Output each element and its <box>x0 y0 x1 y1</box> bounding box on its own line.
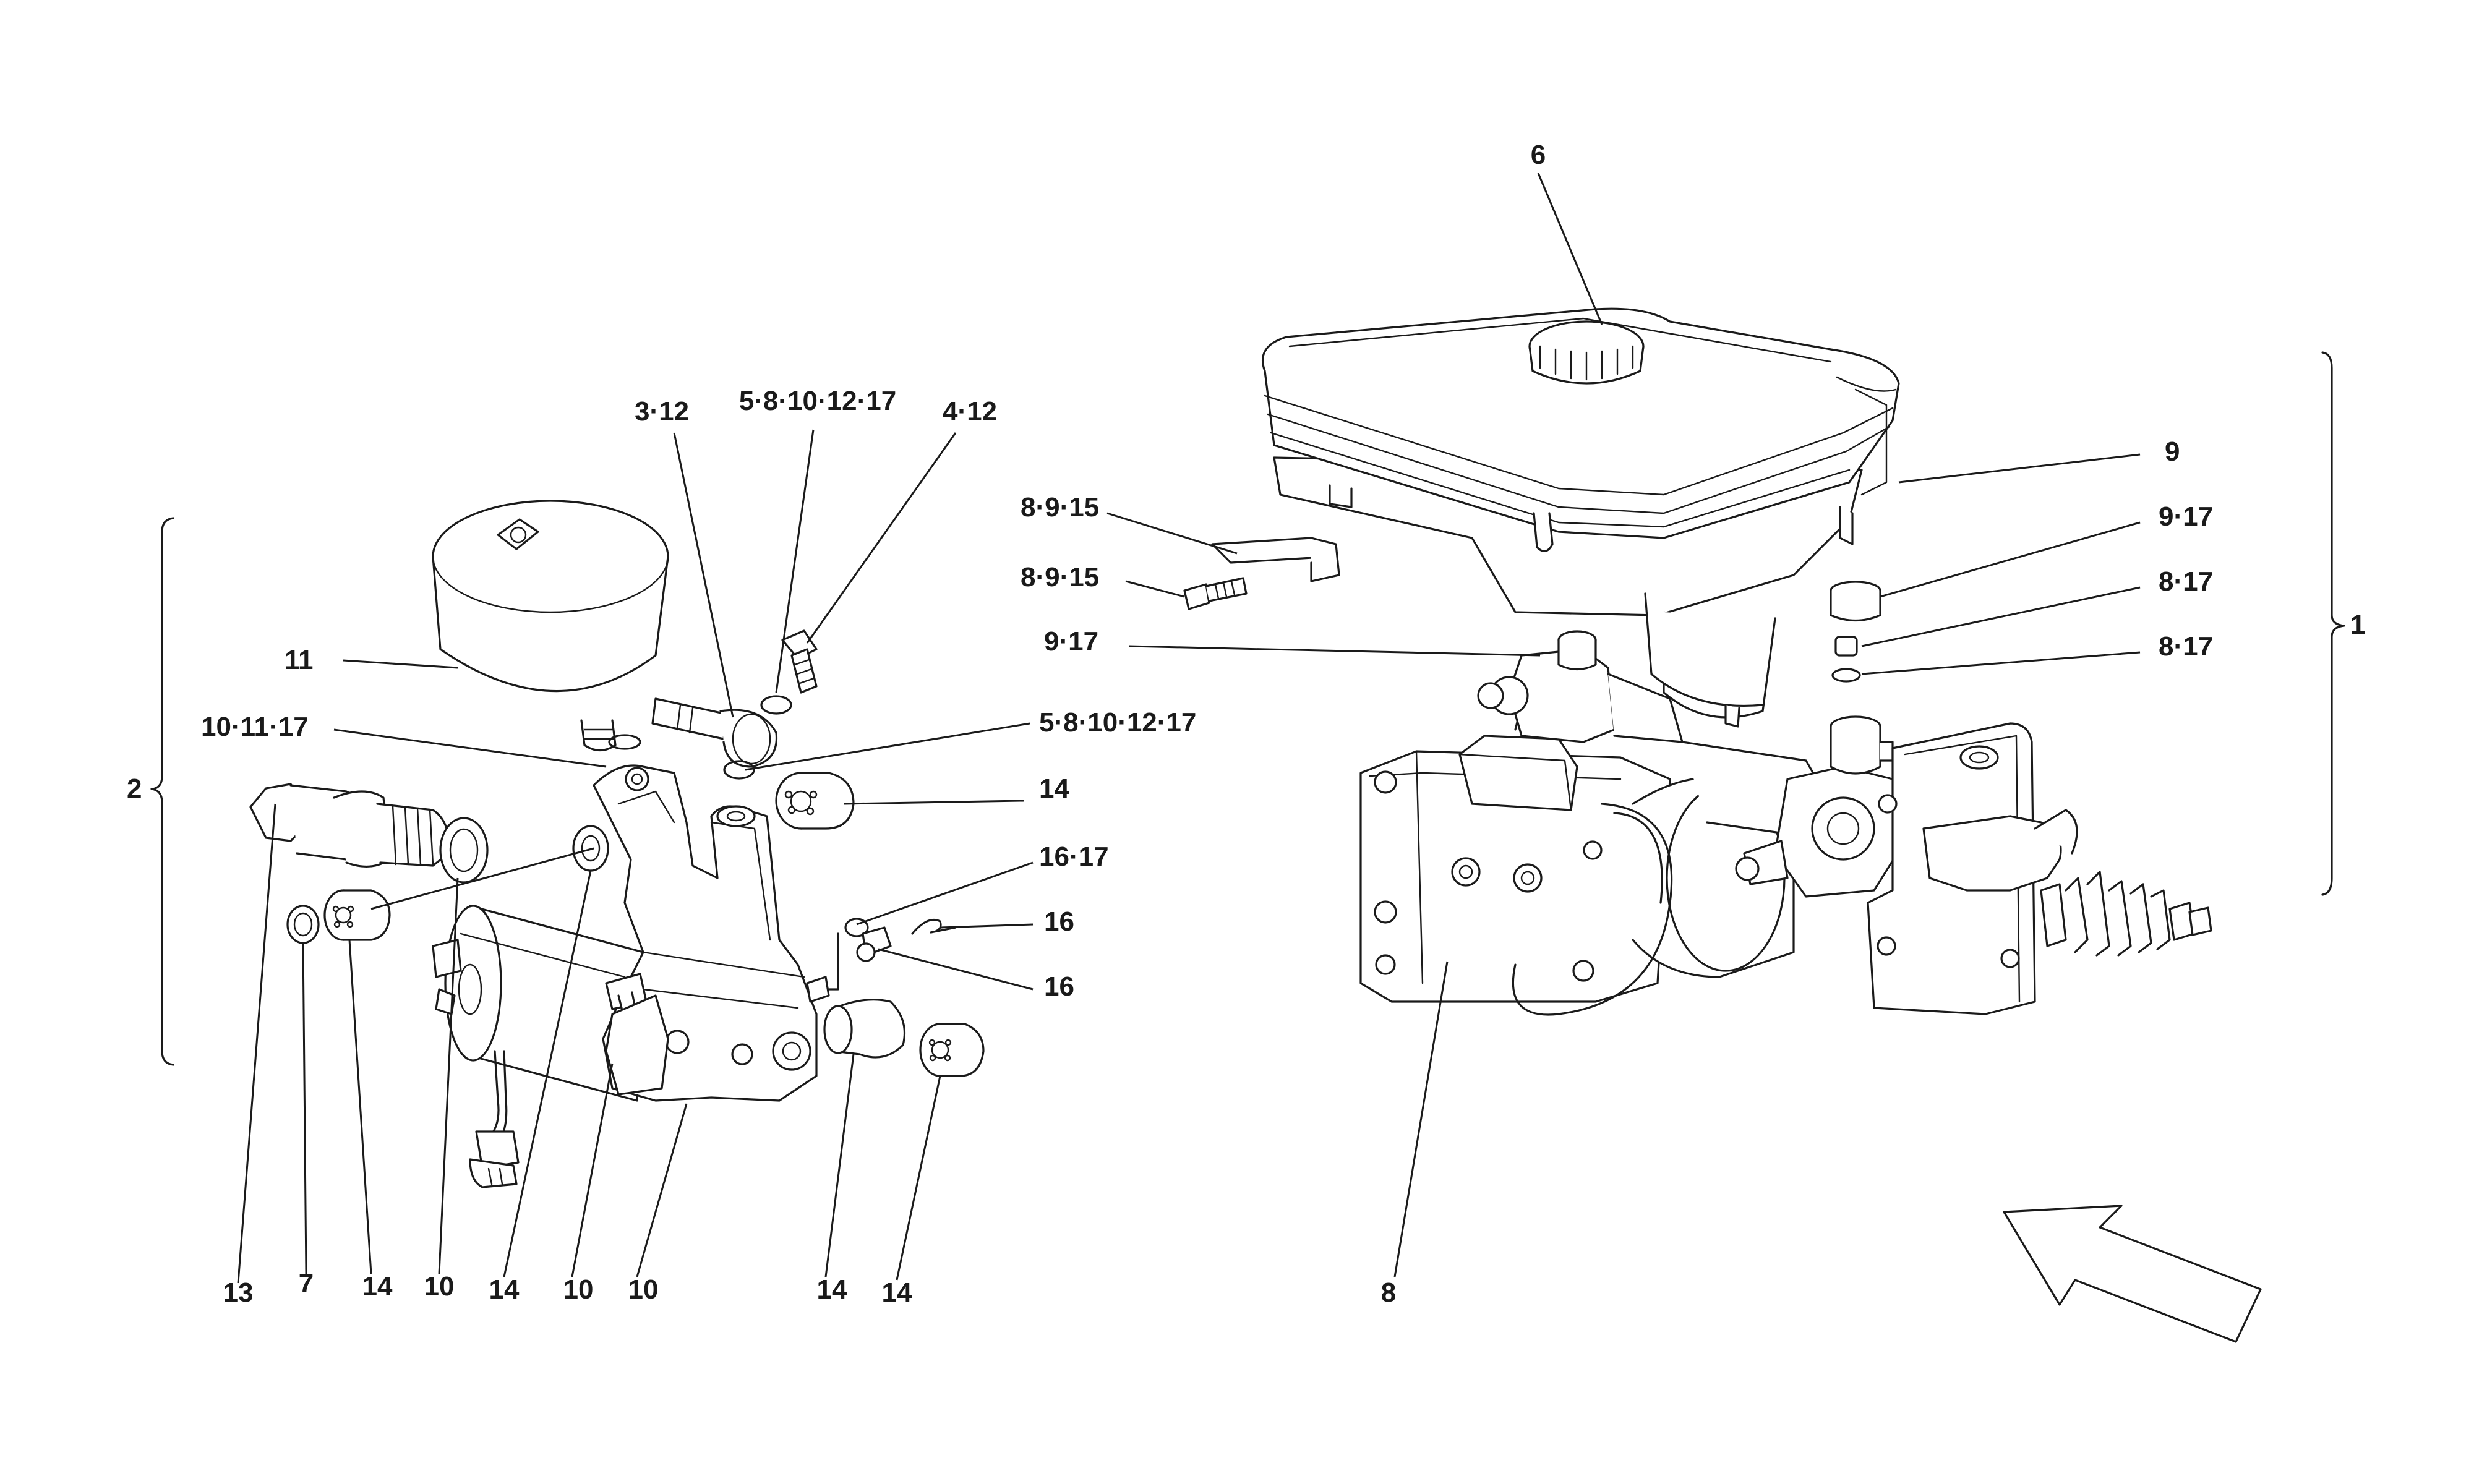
label-bottom-14-a: 14 <box>362 1271 393 1302</box>
label-bottom-13: 13 <box>223 1277 254 1308</box>
leader-lines <box>237 173 2141 1284</box>
label-5-8-10-12-17-right: 5·8·10·12·17 <box>1039 707 1196 738</box>
label-2: 2 <box>127 774 142 804</box>
brake-fluid-reservoir <box>1262 307 1900 728</box>
brace-icon <box>2321 351 2345 896</box>
label-bottom-7: 7 <box>299 1268 314 1298</box>
label-bottom-14-b: 14 <box>489 1274 520 1305</box>
label-6: 6 <box>1531 140 1546 170</box>
part-labels: 6 9 9·17 8·17 8·17 1 8·9·15 8·9·15 9·17 … <box>127 140 2365 1308</box>
label-1: 1 <box>2350 610 2365 640</box>
label-8-17-bottom: 8·17 <box>2159 631 2213 662</box>
label-16-17: 16·17 <box>1039 842 1109 872</box>
accumulator-fittings <box>608 629 855 830</box>
fittings-lower-right-left-assembly <box>823 918 985 1077</box>
label-5-8-10-12-17-top: 5·8·10·12·17 <box>739 386 896 416</box>
label-10-11-17: 10·11·17 <box>201 712 309 742</box>
group-brace-left <box>150 517 174 1066</box>
pressure-switch-sensor <box>249 783 609 944</box>
label-8-17-top: 8·17 <box>2159 566 2213 597</box>
label-16-top: 16 <box>1044 906 1074 937</box>
label-8-9-15-top: 8·9·15 <box>1021 492 1099 522</box>
label-11: 11 <box>285 645 314 675</box>
label-bottom-10-a: 10 <box>424 1271 455 1302</box>
label-8: 8 <box>1381 1277 1396 1308</box>
label-bottom-10-c: 10 <box>628 1274 659 1305</box>
label-9-17-mid: 9·17 <box>1044 626 1098 657</box>
label-9-17-top: 9·17 <box>2159 501 2213 532</box>
label-bottom-14-d: 14 <box>882 1277 912 1308</box>
seal-and-ring-parts-right <box>1183 537 1881 683</box>
label-bottom-14-c: 14 <box>817 1274 847 1305</box>
hydraulic-pump-unit <box>1359 630 2212 1016</box>
label-bottom-10-b: 10 <box>563 1274 594 1305</box>
label-4-12: 4·12 <box>943 396 997 427</box>
pressure-accumulator <box>432 500 669 752</box>
label-16-bottom: 16 <box>1044 971 1074 1002</box>
arrow-icon <box>2003 1205 2262 1343</box>
label-9: 9 <box>2165 437 2180 467</box>
label-14-right: 14 <box>1039 774 1069 804</box>
pump-motor-body <box>432 764 830 1188</box>
label-8-9-15-bottom: 8·9·15 <box>1021 562 1099 592</box>
label-3-12: 3·12 <box>635 396 689 427</box>
